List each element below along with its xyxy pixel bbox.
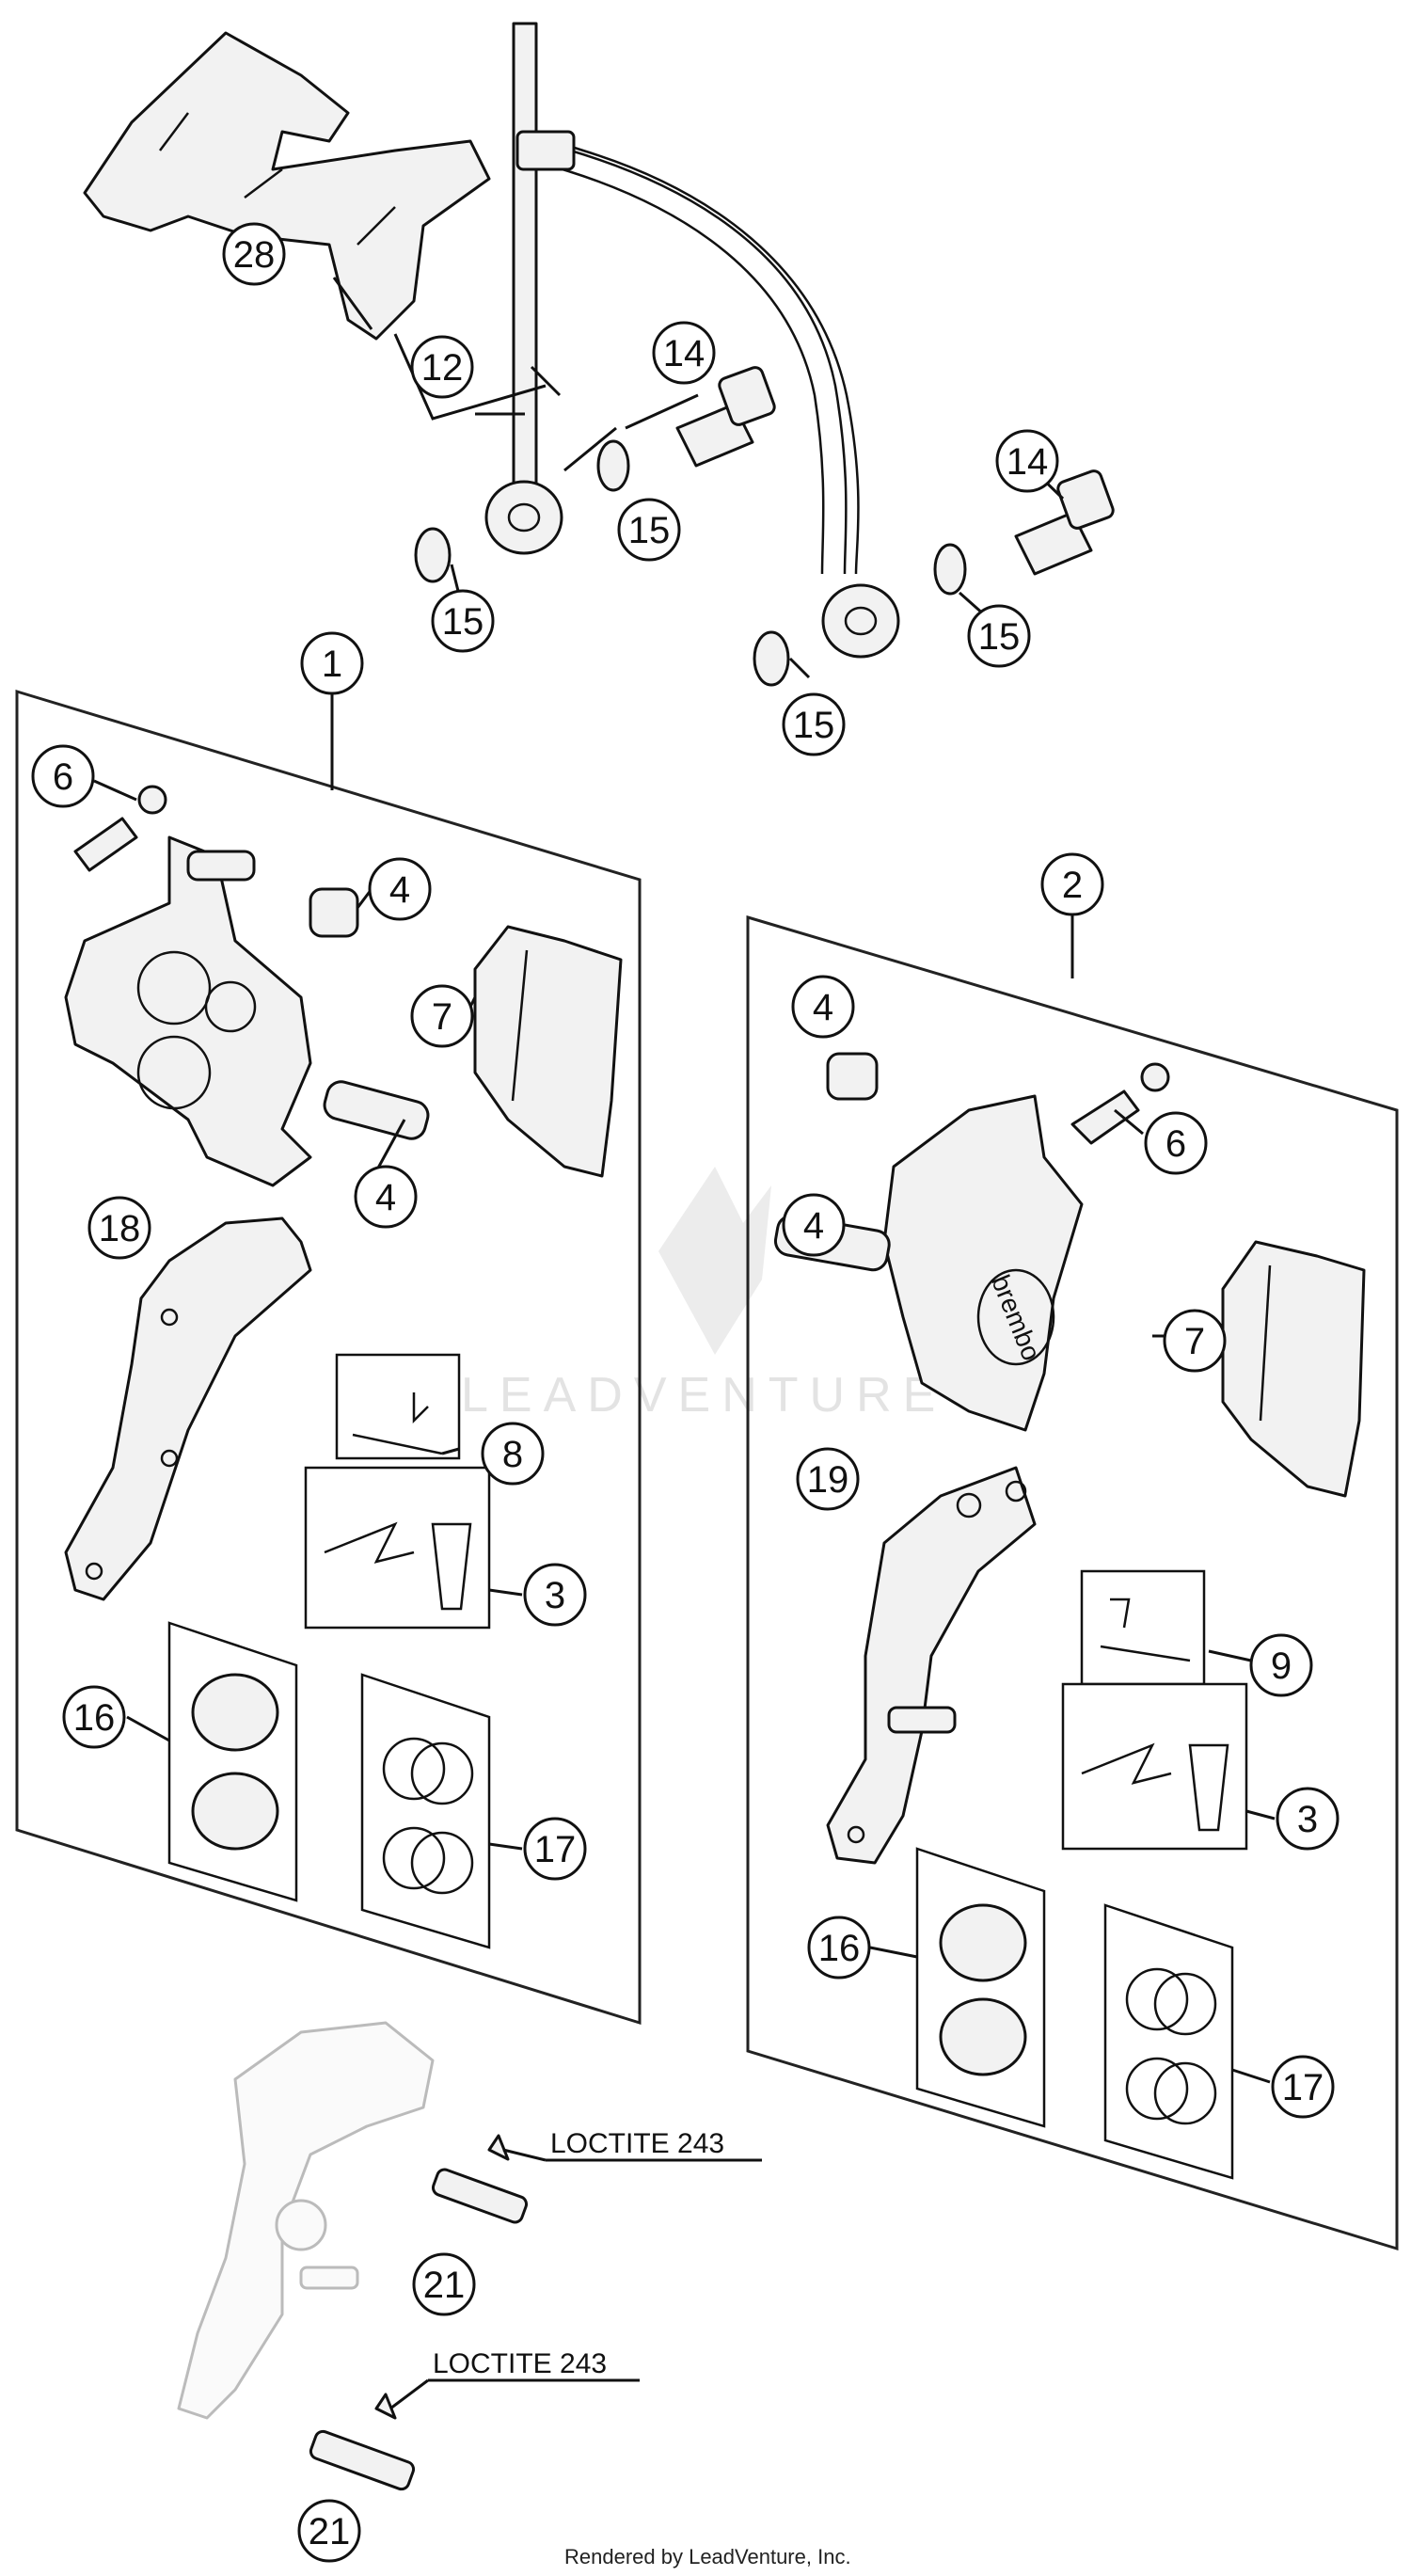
caliper-support-19 [826,1466,1037,1865]
bleed-valve-6-right [1070,1062,1170,1145]
banjo-assembly-left [414,366,776,583]
svg-text:17: 17 [534,1829,577,1870]
svg-text:1: 1 [322,644,342,685]
caliper-support-18 [64,1216,312,1601]
plug-4-left-a [309,887,359,938]
render-credit: Rendered by LeadVenture, Inc. [564,2545,851,2568]
banjo-assembly-right [753,469,1115,687]
watermark-logo-icon [658,1167,771,1355]
callout-16-b: 16 [807,1916,871,1980]
callout-19: 19 [796,1447,860,1511]
pin-kit-8 [335,1353,461,1460]
bracket-28 [83,31,491,341]
svg-text:4: 4 [803,1205,824,1247]
plug-4-right-a [826,1052,879,1101]
svg-text:4: 4 [813,987,833,1028]
brake-pad-7-left [473,925,623,1178]
caliper-front-right: brembo [882,1094,1084,1432]
svg-text:7: 7 [432,996,452,1038]
callout-6-a: 6 [31,744,95,808]
svg-text:28: 28 [233,234,276,276]
callout-14-b: 14 [995,429,1059,493]
callout-15-b: 15 [431,589,495,653]
callout-4-c: 4 [791,975,855,1039]
screw-21-upper [431,2168,529,2224]
svg-text:6: 6 [53,756,73,798]
svg-text:3: 3 [1297,1799,1318,1840]
caliper-front-left [64,835,312,1187]
callout-15-c: 15 [967,604,1031,668]
svg-text:15: 15 [793,705,835,746]
piston-kit-16-left [167,1621,298,1902]
loctite-drop-upper [487,2134,510,2161]
svg-text:16: 16 [818,1928,861,1969]
callout-18: 18 [87,1196,151,1260]
svg-text:3: 3 [545,1575,565,1616]
loctite-note-lower: LOCTITE 243 [433,2348,607,2379]
svg-text:4: 4 [389,869,410,911]
seal-kit-17-left [360,1673,491,1949]
piston-kit-16-right [915,1847,1046,2128]
callout-6-b: 6 [1144,1111,1208,1175]
svg-text:17: 17 [1282,2067,1324,2108]
pin-kit-9 [1080,1569,1206,1686]
pin-4-left-b [323,1080,430,1140]
callout-21-b: 21 [297,2499,361,2563]
svg-text:21: 21 [309,2511,351,2552]
screw-21-lower [309,2429,416,2491]
callout-12: 12 [410,335,474,399]
caliper-support-ghost [177,2021,435,2420]
callout-4-a: 4 [368,857,432,921]
callout-17-a: 17 [523,1817,587,1881]
callout-9: 9 [1249,1633,1313,1697]
svg-text:8: 8 [502,1434,523,1475]
leader-lines [93,277,1276,2410]
callout-28: 28 [222,222,286,286]
callout-7-a: 7 [410,984,474,1048]
svg-text:15: 15 [442,601,484,643]
kit-panel-2 [746,914,1399,2251]
callout-15-a: 15 [617,498,681,562]
svg-text:19: 19 [807,1459,849,1501]
watermark-text: LEADVENTURE [461,1368,946,1423]
loctite-drop-lower [374,2393,397,2420]
svg-text:14: 14 [1007,441,1049,483]
svg-text:4: 4 [375,1177,396,1218]
watermark: LEADVENTURE [461,1167,946,1423]
svg-text:7: 7 [1184,1321,1205,1362]
svg-text:12: 12 [421,347,464,389]
callout-4-d: 4 [782,1193,846,1257]
callout-4-b: 4 [354,1165,418,1229]
callout-14-a: 14 [652,321,716,385]
brake-lines [512,22,860,575]
spring-kit-3-right [1061,1682,1248,1851]
callout-3-b: 3 [1276,1787,1340,1851]
callout-1: 1 [300,631,364,695]
callout-3-a: 3 [523,1563,587,1627]
callout-2: 2 [1040,852,1104,916]
callout-15-d: 15 [782,692,846,756]
callout-17-b: 17 [1271,2055,1335,2119]
callout-7-b: 7 [1163,1309,1227,1373]
bleed-valve-6-left [73,785,167,872]
brake-pad-7-right [1221,1240,1366,1498]
svg-text:9: 9 [1271,1646,1292,1687]
kit-panel-1 [15,689,642,2026]
seal-kit-17-right [1103,1903,1234,2180]
svg-text:15: 15 [978,616,1021,658]
svg-text:15: 15 [628,510,671,551]
callout-16-a: 16 [62,1685,126,1749]
callout-8: 8 [481,1422,545,1486]
svg-text:21: 21 [423,2265,466,2306]
svg-text:14: 14 [663,333,706,374]
svg-text:6: 6 [1165,1123,1186,1165]
callout-21-a: 21 [412,2252,476,2316]
svg-text:18: 18 [99,1208,141,1249]
svg-text:16: 16 [73,1697,116,1739]
spring-kit-3-left [304,1466,491,1630]
loctite-note-upper: LOCTITE 243 [550,2128,724,2159]
svg-text:2: 2 [1062,865,1083,906]
